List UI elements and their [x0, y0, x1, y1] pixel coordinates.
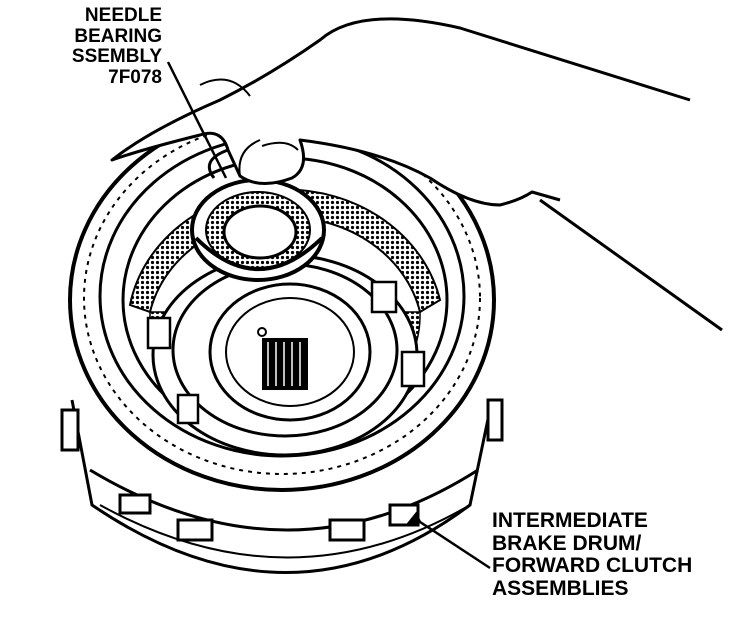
brake-drum-label: INTERMEDIATE BRAKE DRUM/ FORWARD CLUTCH … — [492, 509, 693, 601]
brake-drum-label-line-1: INTERMEDIATE — [492, 509, 648, 532]
brake-drum-label-line-2: BRAKE DRUM/ — [492, 531, 642, 555]
needle-bearing-label-line-3: SSEMBLY — [71, 46, 162, 68]
needle-bearing-ring — [190, 178, 326, 282]
brake-drum-label-line-4: ASSEMBLIES — [492, 577, 629, 601]
needle-bearing-label-line-2: BEARING — [74, 25, 162, 47]
hand — [110, 17, 723, 332]
splined-shaft — [262, 338, 308, 390]
brake-drum-label-line-3: FORWARD CLUTCH — [492, 554, 693, 578]
needle-bearing-label: NEEDLE BEARING SSEMBLY 7F078 — [42, 5, 162, 88]
needle-bearing-label-line-1: NEEDLE — [84, 5, 162, 26]
leader-lines — [166, 61, 491, 570]
needle-bearing-leader — [166, 61, 228, 179]
drum-leader — [411, 516, 491, 570]
needle-bearing-label-line-4: 7F078 — [108, 66, 162, 88]
